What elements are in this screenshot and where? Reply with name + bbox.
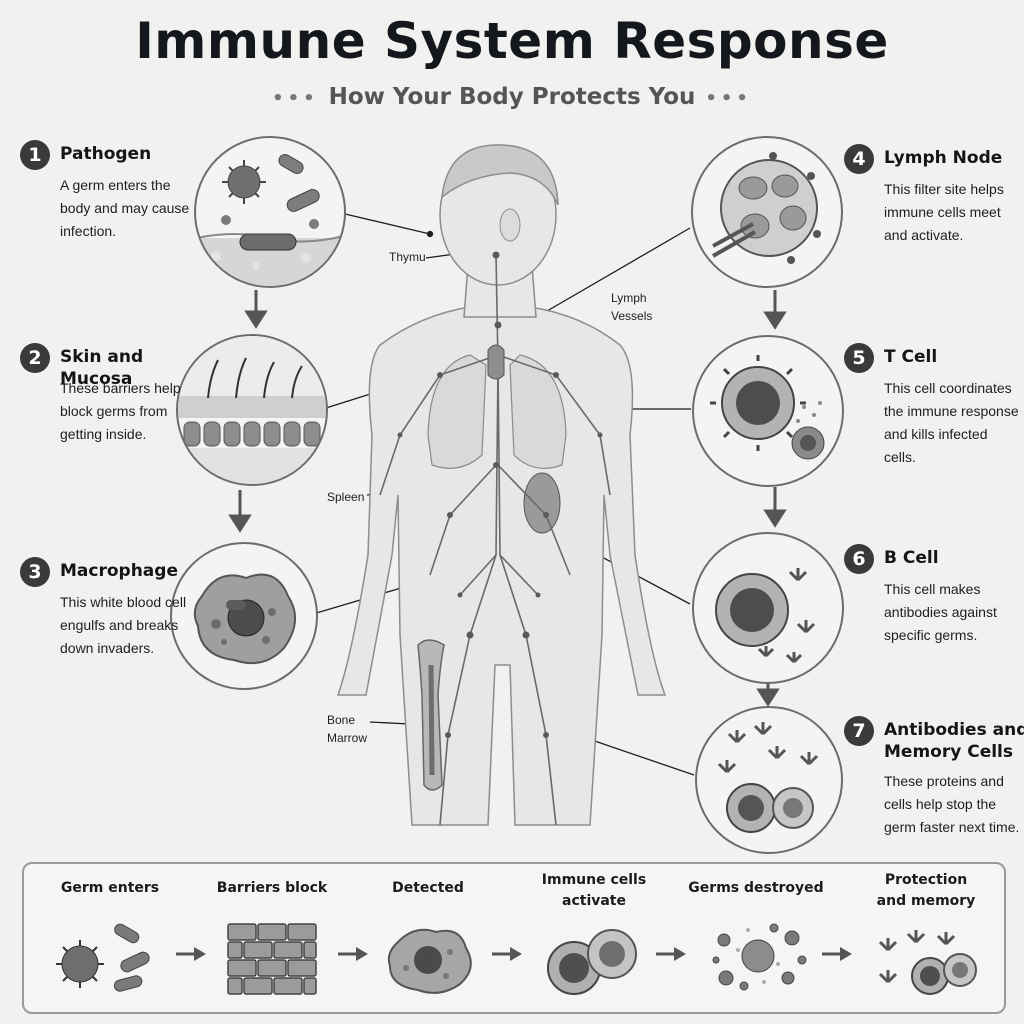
step-number-badge: 5 xyxy=(844,343,874,373)
connector-lymph-node xyxy=(534,227,691,319)
step-title: Pathogen xyxy=(60,144,152,164)
step-number-badge: 3 xyxy=(20,557,50,587)
flow-label-detected: Detected xyxy=(358,878,498,899)
step-description: This cell coordinates the immune respons… xyxy=(884,377,1024,469)
step-title: Lymph Node xyxy=(884,148,1003,168)
antibodies-icon xyxy=(878,930,977,995)
spleen-organ xyxy=(523,472,561,534)
desc-line: cells. xyxy=(884,449,916,465)
hair xyxy=(441,144,559,206)
flow-label-immune-activate: Immune cells activate xyxy=(524,870,664,912)
label-bone-marrow-line2: Marrow xyxy=(327,731,368,745)
desc-line: This filter site helps xyxy=(884,181,1004,197)
step-title: Antibodies and Memory Cells xyxy=(884,719,1024,763)
ear xyxy=(499,208,521,242)
desc-line: down invaders. xyxy=(60,640,155,656)
flow-label-line: and memory xyxy=(876,893,976,909)
flow-arrow-icon xyxy=(656,947,686,961)
b-cell-circle xyxy=(692,532,844,684)
step-description: These proteins and cells help stop the g… xyxy=(884,770,1024,839)
desc-line: immune cells meet xyxy=(884,204,1001,220)
lymph-node-circle xyxy=(691,136,843,288)
step-number-badge: 2 xyxy=(20,343,50,373)
flow-label-line: Detected xyxy=(392,880,464,896)
dots-right-icon: ••• xyxy=(705,88,752,109)
desc-line: the immune response xyxy=(884,403,1019,419)
flow-label-barriers-block: Barriers block xyxy=(202,878,342,899)
debris-icon xyxy=(712,923,807,991)
desc-line: infection. xyxy=(60,223,117,239)
title-line: Antibodies and xyxy=(884,720,1024,740)
connector-pathogen xyxy=(344,213,431,235)
page-subtitle: ••• How Your Body Protects You ••• xyxy=(0,84,1024,110)
lymphocytes-icon xyxy=(547,929,637,995)
lungs xyxy=(427,354,567,469)
flow-label-line: Barriers block xyxy=(216,880,328,896)
desc-line: This white blood cell xyxy=(60,594,187,610)
desc-line: These barriers help xyxy=(60,380,181,396)
label-thymus: Thymu xyxy=(389,250,426,264)
desc-line: body and may cause xyxy=(60,200,190,216)
step-description: This filter site helps immune cells meet… xyxy=(884,178,1024,247)
step-number-badge: 1 xyxy=(20,140,50,170)
flow-arrow-icon xyxy=(492,947,522,961)
desc-line: cells help stop the xyxy=(884,796,997,812)
flow-label-protection-memory: Protection and memory xyxy=(856,870,996,912)
summary-flow-panel: Germ enters Barriers block Detected Immu… xyxy=(22,862,1006,1014)
step-number-badge: 7 xyxy=(844,716,874,746)
step-description: These barriers help block germs from get… xyxy=(60,377,210,446)
desc-line: getting inside. xyxy=(60,426,147,442)
step-number-badge: 4 xyxy=(844,144,874,174)
thymus-organ xyxy=(487,344,505,380)
desc-line: block germs from xyxy=(60,403,168,419)
flow-arrow-icon xyxy=(822,947,852,961)
desc-line: and kills infected xyxy=(884,426,988,442)
desc-line: and activate. xyxy=(884,227,964,243)
flow-label-line: Germs destroyed xyxy=(688,880,824,896)
connector-antibodies xyxy=(582,736,695,776)
step-title: T Cell xyxy=(884,347,938,367)
step-description: This white blood cell engulfs and breaks… xyxy=(60,591,210,660)
title-line: Memory Cells xyxy=(884,742,1014,762)
virus-bacteria-icon xyxy=(56,923,150,992)
desc-line: antibodies against xyxy=(884,604,997,620)
desc-line: This cell makes xyxy=(884,581,981,597)
desc-line: specific germs. xyxy=(884,627,978,643)
step-description: This cell makes antibodies against speci… xyxy=(884,578,1024,647)
desc-line: germ faster next time. xyxy=(884,819,1020,835)
human-body-illustration xyxy=(336,144,667,826)
label-lymph-vessels-line2: Vessels xyxy=(611,309,653,323)
step-description: A germ enters the body and may cause inf… xyxy=(60,174,210,243)
step-number-badge: 6 xyxy=(844,544,874,574)
subtitle-text: How Your Body Protects You xyxy=(328,84,696,110)
page-title: Immune System Response xyxy=(135,12,889,70)
step-title: B Cell xyxy=(884,548,939,568)
flow-label-germs-destroyed: Germs destroyed xyxy=(686,878,826,899)
dots-left-icon: ••• xyxy=(272,88,319,109)
flow-label-line: activate xyxy=(562,893,626,909)
macrophage-circle xyxy=(170,542,318,690)
desc-line: These proteins and xyxy=(884,773,1004,789)
label-lymph-vessels-line1: Lymph xyxy=(611,291,647,305)
label-spleen: Spleen xyxy=(327,490,365,504)
flow-label-line: Immune cells xyxy=(541,872,647,888)
macrophage-icon xyxy=(387,928,472,994)
flow-label-germ-enters: Germ enters xyxy=(40,878,180,899)
label-lymph-vessels: Lymph Vessels xyxy=(611,289,652,325)
flow-label-line: Protection xyxy=(884,872,968,888)
antibodies-memory-circle xyxy=(695,706,843,854)
flow-arrow-icon xyxy=(176,947,206,961)
t-cell-circle xyxy=(692,335,844,487)
desc-line: This cell coordinates xyxy=(884,380,1012,396)
label-bone-marrow: Bone Marrow xyxy=(327,711,367,747)
flow-arrow-icon xyxy=(338,947,368,961)
brick-wall-icon xyxy=(227,923,317,995)
label-bone-marrow-line1: Bone xyxy=(327,713,356,727)
step-title: Macrophage xyxy=(60,561,178,581)
flow-label-line: Germ enters xyxy=(60,880,160,896)
desc-line: A germ enters the xyxy=(60,177,171,193)
step-title: Skin and Mucosa xyxy=(60,347,144,389)
desc-line: engulfs and breaks xyxy=(60,617,179,633)
